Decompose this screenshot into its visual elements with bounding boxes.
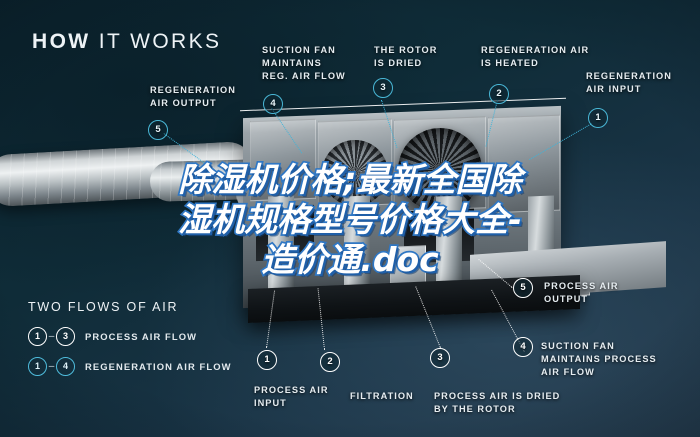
callout-label-regeneration-air-input: REGENERATION AIR INPUT [586, 71, 672, 95]
legend-title: TWO FLOWS OF AIR [28, 300, 179, 314]
watermark-line-3: 造价通.doc [260, 238, 441, 280]
callout-label-regeneration-air-output: REGENERATION AIR OUTPUT [150, 85, 236, 109]
callout-label-process-air-dried: PROCESS AIR IS DRIED BY THE ROTOR [434, 391, 561, 415]
title-light: IT WORKS [98, 30, 222, 53]
marker-regeneration-air-heated[interactable]: 2 [489, 84, 509, 104]
legend-row-process: 1 – 3 PROCESS AIR FLOW [28, 327, 197, 346]
legend-dash-process: – [48, 331, 55, 342]
marker-process-air-output[interactable]: 5 [513, 278, 533, 298]
legend-label-process: PROCESS AIR FLOW [85, 331, 198, 342]
legend-dash-regeneration: – [48, 361, 55, 372]
callout-label-the-rotor-is-dried: THE ROTOR IS DRIED [374, 45, 438, 69]
legend-label-regeneration: REGENERATION AIR FLOW [85, 361, 232, 372]
marker-suction-fan-process[interactable]: 4 [513, 337, 533, 357]
callout-label-regeneration-air-heated: REGENERATION AIR IS HEATED [481, 45, 590, 69]
callout-label-suction-fan-reg: SUCTION FAN MAINTAINS REG. AIR FLOW [262, 45, 346, 82]
watermark-overlay: 除湿机价格;最新全国除 湿机规格型号价格大全- 造价通.doc [0, 158, 700, 280]
legend-marker-from-regeneration: 1 [28, 357, 47, 376]
marker-regeneration-air-input[interactable]: 1 [588, 108, 608, 128]
title-bold: HOW [32, 30, 91, 53]
marker-process-air-input[interactable]: 1 [257, 350, 277, 370]
marker-the-rotor-is-dried[interactable]: 3 [373, 78, 393, 98]
callout-label-process-air-input: PROCESS AIR INPUT [254, 385, 329, 409]
marker-filtration[interactable]: 2 [320, 352, 340, 372]
page-title: HOW IT WORKS [32, 30, 221, 54]
legend-row-regeneration: 1 – 4 REGENERATION AIR FLOW [28, 357, 232, 376]
watermark-line-2: 湿机规格型号价格大全- [176, 198, 523, 240]
marker-regeneration-air-output[interactable]: 5 [148, 120, 168, 140]
legend-marker-to-process: 3 [56, 327, 75, 346]
marker-suction-fan-reg[interactable]: 4 [263, 94, 283, 114]
callout-label-process-air-output: PROCESS AIR OUTPUT [544, 281, 619, 305]
callout-label-suction-fan-process: SUCTION FAN MAINTAINS PROCESS AIR FLOW [541, 341, 657, 378]
watermark-line-1: 除湿机价格;最新全国除 [177, 158, 524, 200]
legend-marker-to-regeneration: 4 [56, 357, 75, 376]
marker-process-air-dried[interactable]: 3 [430, 348, 450, 368]
legend-marker-from-process: 1 [28, 327, 47, 346]
callout-label-filtration: FILTRATION [350, 391, 414, 401]
